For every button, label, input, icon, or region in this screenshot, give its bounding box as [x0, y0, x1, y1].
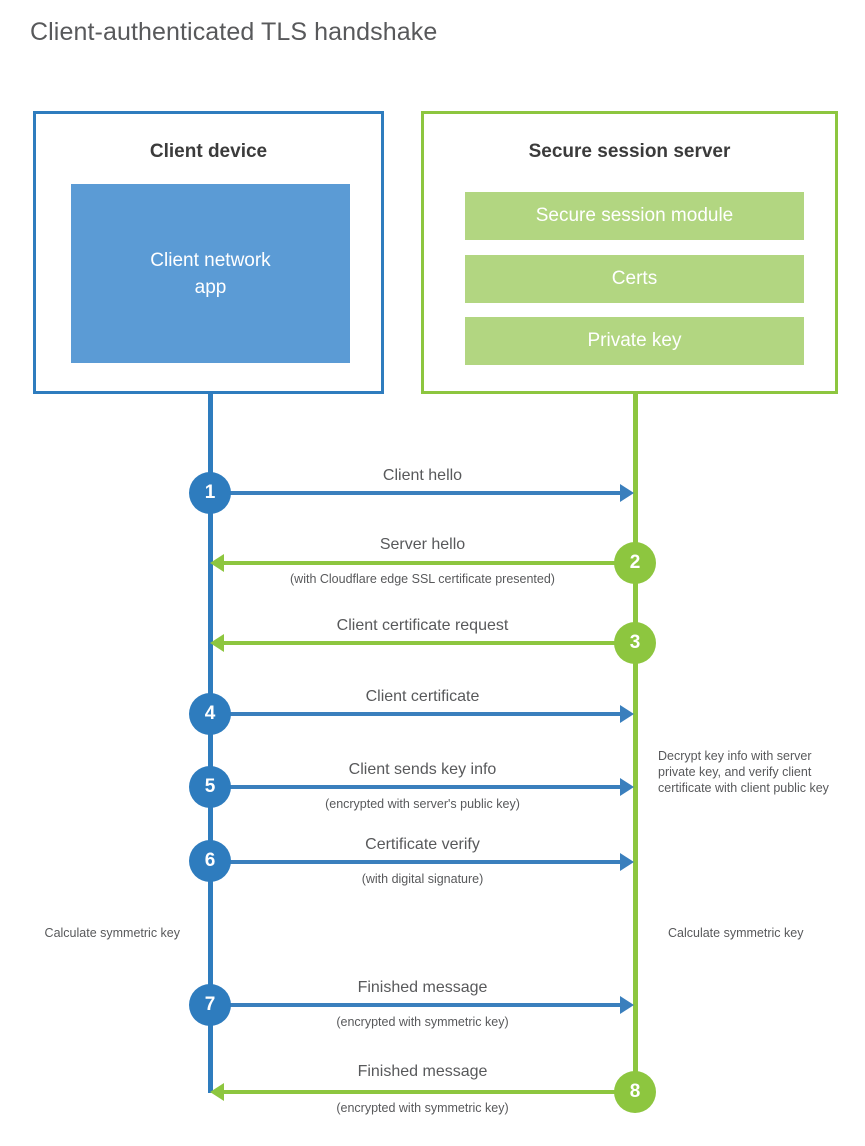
- step-5-arrow: [210, 778, 634, 796]
- step-4-arrow: [210, 705, 634, 723]
- client-app-line-2: app: [194, 276, 227, 298]
- server-lifeline: [633, 393, 638, 1093]
- client-device-title: Client device: [149, 141, 268, 162]
- step-4-circle[interactable]: 4: [189, 693, 231, 735]
- server-component-private-key: Private key: [465, 317, 804, 365]
- server-decrypt-note: Decrypt key info with server private key…: [658, 749, 829, 795]
- step-1-circle[interactable]: 1: [189, 472, 231, 514]
- arrowhead-right-icon: [620, 484, 634, 502]
- step-1-label: Client hello: [382, 467, 463, 484]
- step-2-label: Server hello: [379, 536, 466, 553]
- secure-session-server-box: Secure session server Secure session mod…: [421, 111, 838, 394]
- step-6-circle[interactable]: 6: [189, 840, 231, 882]
- step-3-circle[interactable]: 3: [614, 622, 656, 664]
- client-device-box: Client device Client network app: [33, 111, 384, 394]
- step-7-arrow: [210, 996, 634, 1014]
- step-8-sublabel: (encrypted with symmetric key): [336, 1101, 509, 1115]
- step-2-sublabel: (with Cloudflare edge SSL certificate pr…: [290, 572, 555, 586]
- server-component-secure-session-module: Secure session module: [465, 192, 804, 240]
- step-6-arrow: [210, 853, 634, 871]
- arrowhead-right-icon: [620, 778, 634, 796]
- arrowhead-left-icon: [210, 634, 224, 652]
- arrowhead-right-icon: [620, 705, 634, 723]
- secure-session-server-title: Secure session server: [528, 141, 731, 162]
- step-8-arrow: [210, 1083, 633, 1101]
- client-calculate-symmetric-key-note: Calculate symmetric key: [44, 926, 180, 940]
- arrowhead-left-icon: [210, 554, 224, 572]
- arrowhead-right-icon: [620, 853, 634, 871]
- client-app-line-1: Client network: [150, 249, 271, 271]
- step-2-arrow: [210, 554, 633, 572]
- step-5-label: Client sends key info: [348, 761, 497, 778]
- server-component-certs: Certs: [465, 255, 804, 303]
- step-6-label: Certificate verify: [365, 836, 480, 853]
- step-1-arrow: [210, 484, 634, 502]
- arrowhead-left-icon: [210, 1083, 224, 1101]
- step-5-circle[interactable]: 5: [189, 766, 231, 808]
- page-title: Client-authenticated TLS handshake: [30, 18, 438, 46]
- step-5-sublabel: (encrypted with server's public key): [325, 797, 520, 811]
- step-8-label: Finished message: [357, 1063, 488, 1080]
- step-3-label: Client certificate request: [336, 617, 509, 634]
- arrowhead-right-icon: [620, 996, 634, 1014]
- step-7-sublabel: (encrypted with symmetric key): [336, 1015, 509, 1029]
- step-8-circle[interactable]: 8: [614, 1071, 656, 1113]
- client-network-app-block: Client network app: [71, 184, 350, 363]
- step-3-arrow: [210, 634, 633, 652]
- step-7-label: Finished message: [357, 979, 488, 996]
- step-4-label: Client certificate: [365, 688, 480, 705]
- step-6-sublabel: (with digital signature): [361, 872, 484, 886]
- step-2-circle[interactable]: 2: [614, 542, 656, 584]
- client-lifeline: [208, 393, 213, 1093]
- server-calculate-symmetric-key-note: Calculate symmetric key: [668, 926, 804, 940]
- step-7-circle[interactable]: 7: [189, 984, 231, 1026]
